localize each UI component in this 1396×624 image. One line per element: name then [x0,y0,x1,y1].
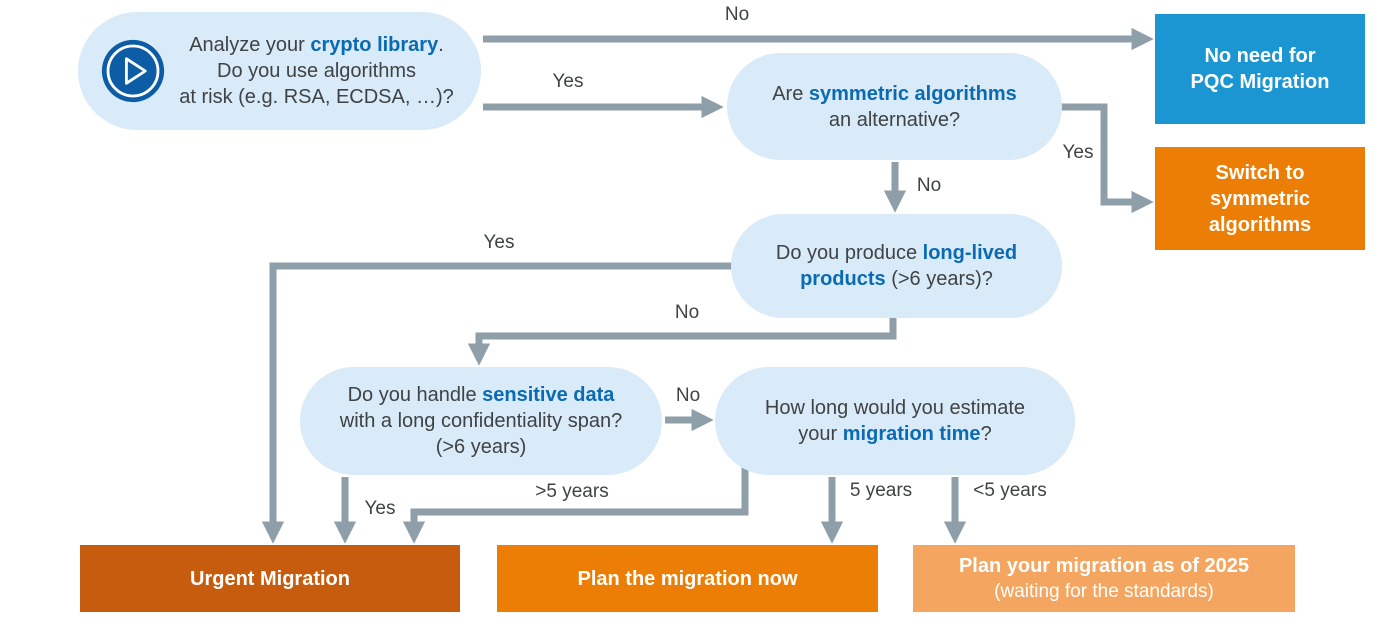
label-5-years: 5 years [849,480,913,501]
node-text: How long would you estimate your migrati… [765,395,1025,447]
terminal-plan-migration-2025: Plan your migration as of 2025 (waiting … [913,545,1295,612]
terminal-text: Urgent Migration [190,567,350,590]
terminal-switch-symmetric: Switch to symmetric algorithms [1155,147,1365,250]
text-run: (>6 years)? [885,268,993,290]
terminal-no-need-pqc: No need for PQC Migration [1155,14,1365,124]
terminal-plan-migration-now: Plan the migration now [497,545,878,612]
text-run: your [798,423,843,445]
text-run: Do you handle [347,384,483,406]
text-run-accent: products [800,268,886,290]
play-icon[interactable] [100,38,166,104]
text-run: . [438,34,444,56]
terminal-text: (waiting for the standards) [994,580,1214,602]
node-migration-time: How long would you estimate your migrati… [715,367,1075,475]
text-run-accent: symmetric algorithms [808,82,1017,105]
text-run-accent: sensitive data [482,384,615,406]
node-text: Do you handle sensitive data with a long… [340,382,622,460]
terminal-text: Switch to [1215,161,1305,184]
label-lt5-years: <5 years [973,480,1047,501]
text-run: Are [772,82,809,105]
label-no-sensitive: No [675,385,701,406]
label-yes-longlived: Yes [483,232,515,253]
text-run-accent: long-lived [922,242,1018,264]
node-long-lived-products: Do you produce long-lived products (>6 y… [731,214,1062,318]
node-text: Do you produce long-lived products (>6 y… [776,240,1017,292]
label-gt5-years: >5 years [535,481,609,502]
label-no-symmetric: No [916,175,942,196]
text-run: an alternative? [828,108,961,131]
text-run: Analyze your [189,34,311,56]
label-yes-symmetric: Yes [552,71,584,92]
node-text: Analyze your crypto library. Do you use … [166,32,481,110]
text-run-accent: crypto library [310,34,439,56]
text-run: ? [980,423,992,445]
label-no-longlived: No [674,302,700,323]
terminal-urgent-migration: Urgent Migration [80,545,460,612]
terminal-text: symmetric [1209,187,1311,210]
terminal-text: Plan the migration now [577,567,798,590]
text-run: Do you produce [775,242,923,264]
text-run: at risk (e.g. RSA, ECDSA, …)? [179,86,454,108]
label-yes-switch: Yes [1062,142,1094,163]
node-text: Are symmetric algorithms an alternative? [772,81,1017,133]
terminal-text: PQC Migration [1190,71,1330,93]
terminal-text: algorithms [1208,213,1312,236]
text-run: How long would you estimate [764,397,1026,419]
label-no-pqc: No [724,4,750,25]
terminal-text: No need for [1204,45,1316,67]
node-analyze-crypto-library: Analyze your crypto library. Do you use … [78,12,481,130]
label-yes-urgent: Yes [364,498,396,519]
text-run-accent: migration time [842,423,981,445]
text-run: (>6 years) [435,436,527,458]
node-sensitive-data: Do you handle sensitive data with a long… [300,367,662,475]
text-run: Do you use algorithms [217,60,416,82]
text-run: with a long confidentiality span? [339,410,623,432]
terminal-text: Plan your migration as of 2025 [958,554,1250,577]
node-symmetric-alternative: Are symmetric algorithms an alternative? [727,53,1062,160]
